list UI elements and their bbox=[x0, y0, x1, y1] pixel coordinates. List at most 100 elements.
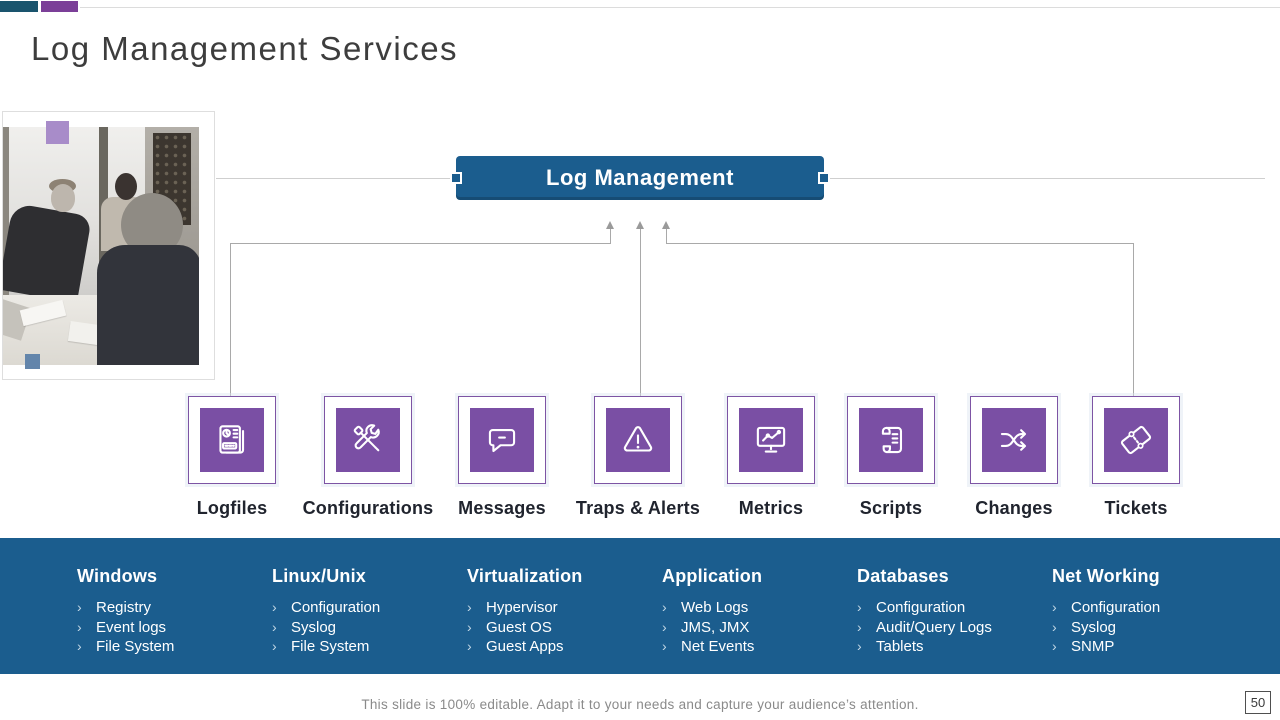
bullet-icon: › bbox=[857, 599, 862, 615]
band-column-net-working: Net Working ›Configuration › Syslog › SNMP bbox=[1052, 566, 1242, 657]
list-item-label: Net Events bbox=[681, 638, 755, 655]
list-item-label: Hypervisor bbox=[486, 599, 558, 616]
bullet-icon: › bbox=[662, 599, 667, 615]
column-title: Net Working bbox=[1052, 566, 1160, 586]
root-node-log-management: Log Management bbox=[456, 156, 824, 200]
photo-window-frame bbox=[3, 127, 9, 295]
photo-person bbox=[115, 173, 137, 200]
node-label: Logfiles bbox=[196, 498, 268, 518]
column-title: Linux/Unix bbox=[272, 566, 367, 586]
decorative-purple-square bbox=[46, 121, 69, 144]
list-item: ›Configuration bbox=[1052, 598, 1242, 618]
shuffle-arrows-icon bbox=[1000, 429, 1027, 451]
list-item: › SNMP bbox=[1052, 637, 1242, 657]
logfile-report-icon bbox=[219, 425, 245, 454]
node-messages: Messages bbox=[458, 396, 546, 518]
bullet-icon: › bbox=[1052, 599, 1057, 615]
list-item: › Registry bbox=[77, 598, 267, 618]
node-label: Scripts bbox=[859, 498, 923, 518]
node-traps-alerts: Traps & Alerts bbox=[576, 396, 700, 518]
list-item: › Guest OS bbox=[467, 618, 657, 638]
bullet-icon: › bbox=[467, 599, 472, 615]
list-item: › Tablets bbox=[857, 637, 1047, 657]
speech-bubble-icon bbox=[488, 428, 516, 453]
list-item-label: Configuration bbox=[876, 599, 966, 616]
node-label: Messages bbox=[458, 498, 546, 518]
node-logfiles: Logfiles bbox=[188, 396, 276, 518]
bullet-icon: › bbox=[272, 618, 277, 635]
crossed-tools-icon bbox=[353, 424, 380, 452]
photo-card bbox=[2, 111, 215, 380]
connector-line bbox=[610, 229, 611, 244]
list-item-label: Syslog bbox=[1071, 618, 1117, 636]
bullet-icon: › bbox=[857, 618, 862, 635]
node-label: Tickets bbox=[1104, 498, 1168, 518]
node-label: Changes bbox=[975, 498, 1053, 518]
connector-line bbox=[640, 229, 641, 397]
list-item-label: SNMP bbox=[1071, 638, 1115, 655]
bullet-icon: › bbox=[662, 638, 667, 654]
list-item: › Configuration bbox=[272, 598, 462, 618]
list-item: ›Audit/Query Logs bbox=[857, 618, 1047, 638]
platform-band: Windows ›Registry ›Event logs ›File Syst… bbox=[0, 538, 1280, 674]
list-item-label: JMS, JMX bbox=[681, 618, 750, 636]
monitor-chart-icon bbox=[756, 426, 786, 453]
arrow-up-icon bbox=[636, 221, 644, 229]
teal-accent-bar bbox=[0, 1, 38, 12]
connector-line bbox=[1133, 243, 1134, 397]
list-item-label: Configuration bbox=[291, 599, 381, 616]
list-item: › Hypervisor bbox=[467, 598, 657, 618]
bullet-icon: › bbox=[857, 638, 862, 654]
list-item: › Web Logs bbox=[662, 598, 852, 618]
meeting-photo bbox=[3, 127, 199, 365]
bullet-icon: › bbox=[272, 638, 277, 654]
node-tickets: Tickets bbox=[1092, 396, 1180, 518]
list-item: › Syslog bbox=[1052, 618, 1242, 638]
bullet-icon: › bbox=[467, 618, 472, 635]
band-column-linux-unix: Linux/Unix › Configuration ›Syslog ›File … bbox=[272, 566, 462, 657]
top-divider-line bbox=[80, 7, 1280, 8]
arrow-up-icon bbox=[662, 221, 670, 229]
decorative-blue-square bbox=[25, 354, 40, 369]
node-configurations: Configurations bbox=[303, 396, 433, 518]
list-item: ›Event logs bbox=[77, 618, 267, 638]
list-item-label: Registry bbox=[96, 599, 152, 616]
list-item: › Configuration bbox=[857, 598, 1047, 618]
column-title: Virtualization bbox=[467, 566, 583, 586]
list-item: ›File System bbox=[272, 637, 462, 657]
bullet-icon: › bbox=[467, 638, 472, 654]
connector-line bbox=[230, 243, 231, 397]
photo-person bbox=[51, 184, 75, 212]
connector-line bbox=[216, 178, 451, 179]
bullet-icon: › bbox=[1052, 638, 1057, 654]
photo-person bbox=[3, 202, 93, 304]
scroll-icon bbox=[881, 426, 903, 454]
list-item-label: Event logs bbox=[96, 618, 167, 636]
bullet-icon: › bbox=[272, 599, 277, 615]
bullet-icon: › bbox=[662, 618, 667, 635]
node-label: Configurations bbox=[302, 498, 434, 518]
list-item-label: Web Logs bbox=[681, 599, 749, 616]
band-column-databases: Databases › Configuration ›Audit/Query Lo… bbox=[857, 566, 1047, 657]
list-item-label: Guest OS bbox=[486, 618, 552, 636]
connector-handle bbox=[450, 172, 462, 184]
list-item: › JMS, JMX bbox=[662, 618, 852, 638]
column-title: Databases bbox=[857, 566, 949, 586]
band-column-application: Application ›Web Logs ›JMS, JMX ›Net Eve… bbox=[662, 566, 852, 657]
node-label: Metrics bbox=[738, 498, 804, 518]
warning-triangle-icon bbox=[623, 426, 653, 452]
photo-person bbox=[97, 245, 199, 365]
arrow-up-icon bbox=[606, 221, 614, 229]
list-item-label: Tablets bbox=[876, 638, 924, 655]
column-title: Windows bbox=[77, 566, 158, 586]
bullet-icon: › bbox=[77, 599, 82, 615]
node-changes: Changes bbox=[970, 396, 1058, 518]
connector-line bbox=[666, 243, 1133, 244]
list-item: › Net Events bbox=[662, 637, 852, 657]
list-item: ›Syslog bbox=[272, 618, 462, 638]
purple-accent-bar bbox=[41, 1, 78, 12]
bullet-icon: › bbox=[1052, 618, 1057, 635]
list-item: ›File System bbox=[77, 637, 267, 657]
connector-line bbox=[230, 243, 610, 244]
